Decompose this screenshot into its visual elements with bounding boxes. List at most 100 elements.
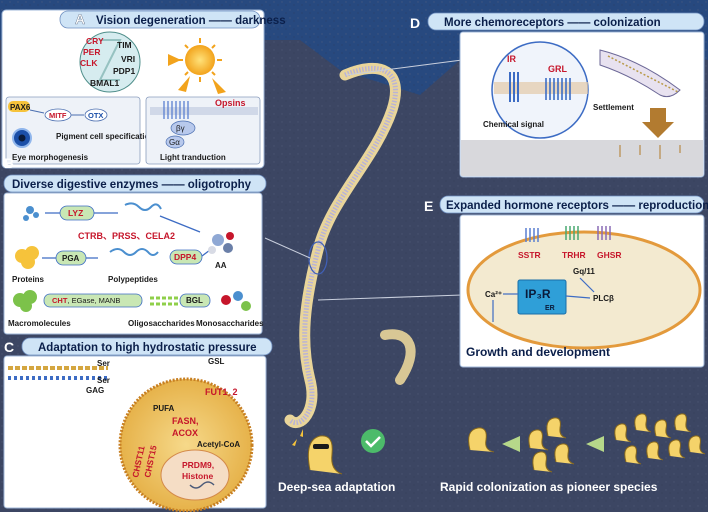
acox-label: ACOX	[172, 428, 198, 438]
gene-vri: VRI	[121, 54, 135, 64]
gsl-label: GSL	[208, 357, 225, 366]
ghsr-receptor-icon	[597, 226, 611, 240]
monosaccharide-icon	[221, 291, 251, 311]
light-transduction-label: Light tranduction	[160, 153, 226, 162]
deep-sea-worm-icon	[292, 429, 343, 475]
ca-label: Ca²⁺	[485, 290, 502, 299]
eye-morph-label: Eye morphogenesis	[12, 153, 89, 162]
deep-sea-label: Deep-sea adaptation	[278, 480, 395, 494]
proteins-label: Proteins	[12, 275, 45, 284]
gag-chain-icon	[8, 366, 108, 380]
beta-gamma-label: βγ	[176, 124, 185, 133]
gene-otx: OTX	[88, 111, 103, 120]
prdm9-label: PRDM9,	[182, 460, 214, 470]
gene-tim: TIM	[117, 40, 132, 50]
grl-label: GRL	[548, 64, 568, 74]
gene-pdp1: PDP1	[113, 66, 135, 76]
cell-membrane	[466, 230, 702, 350]
enzyme-bgl: BGL	[186, 296, 203, 305]
gene-bmal1: BMAL1	[90, 78, 120, 88]
acetyl-coa-label: Acetyl-CoA	[197, 440, 240, 449]
fasn-label: FASN,	[172, 416, 199, 426]
ip3r-label: IP₃R	[525, 287, 551, 301]
polypeptides-label: Polypeptides	[108, 275, 158, 284]
trhr-label: TRHR	[562, 250, 586, 260]
amino-acid-icon	[208, 232, 234, 254]
ser-label-1: Ser	[97, 359, 110, 368]
panel-b: B Diverse digestive enzymes —— oligotrop…	[3, 155, 267, 335]
pioneer-worms-icon	[468, 413, 706, 473]
ser-label-2: Ser	[97, 376, 110, 385]
g-alpha-label: Gα	[169, 138, 180, 147]
oligosaccharides-label: Oligosaccharides	[128, 319, 195, 328]
dna-icon	[189, 481, 215, 489]
checkmark-icon	[361, 429, 385, 453]
settlement-arrow-icon	[642, 108, 674, 138]
gene-clk: CLK	[80, 58, 98, 68]
panel-a: A Vision degeneration —— darkness CRY TI…	[1, 9, 286, 169]
nucleus	[160, 449, 230, 501]
tubeworm-illustration	[284, 62, 416, 428]
enzyme-dpp4: DPP4	[174, 252, 196, 262]
opsin-receptor-icon	[163, 101, 189, 119]
growth-label: Growth and development	[466, 345, 610, 359]
panel-b-title: Diverse digestive enzymes —— oligotrophy	[12, 179, 252, 191]
sun-icon	[178, 38, 222, 82]
panel-e-title: Expanded hormone receptors —— reproducti…	[446, 200, 708, 212]
panel-e-letter: E	[424, 198, 433, 214]
enzyme-lyz: LYZ	[68, 208, 83, 218]
ir-label: IR	[507, 54, 517, 64]
pigment-spec-label: Pigment cell specification	[56, 132, 154, 141]
panel-e-header	[439, 195, 705, 214]
aa-label: AA	[215, 261, 227, 270]
panel-d-letter: D	[410, 15, 420, 31]
macromolecules-label: Macromolecules	[8, 319, 71, 328]
gq11-label: Gq/11	[573, 267, 595, 276]
polypeptide-icon	[109, 248, 159, 256]
panel-a-title: Vision degeneration —— darkness	[96, 15, 286, 27]
histone-label: Histone	[182, 471, 213, 481]
fut-label: FUT1_2	[205, 387, 238, 397]
ir-receptor-icon	[509, 72, 519, 102]
panel-a-letter: A	[75, 11, 85, 27]
panel-c-letter: C	[4, 339, 14, 355]
trhr-receptor-icon	[565, 226, 579, 240]
gene-pax6: PAX6	[10, 103, 31, 112]
gene-mitf: MITF	[49, 111, 67, 120]
monosaccharides-label: Monosaccharides	[196, 319, 264, 328]
larva-icon	[599, 49, 681, 98]
peptidoglycan-icon	[23, 206, 39, 221]
macromolecule-icon	[13, 290, 37, 312]
oligosaccharide-icon	[150, 296, 178, 306]
er-label: ER	[545, 305, 555, 312]
panel-c-title: Adaptation to high hydrostatic pressure	[38, 342, 257, 354]
enzyme-cht: CHT, EGase, MANB	[52, 296, 120, 305]
settlement-label: Settlement	[593, 103, 634, 112]
panel-a-header	[59, 10, 261, 29]
panel-d-header	[427, 12, 705, 31]
ip3r-box	[517, 279, 567, 315]
enzyme-pga: PGA	[62, 254, 80, 263]
chemical-signal-label: Chemical signal	[483, 120, 544, 129]
protein-blob-icon	[15, 246, 39, 269]
sstr-label: SSTR	[518, 250, 541, 260]
gene-cry: CRY	[86, 36, 104, 46]
panel-b-header	[3, 174, 267, 193]
pufa-label: PUFA	[153, 404, 175, 413]
enzyme-proteases: CTRB、PRSS、CELA2	[78, 231, 175, 241]
panel-d-title: More chemoreceptors —— colonization	[444, 17, 661, 29]
gene-per: PER	[83, 47, 100, 57]
plcb-label: PLCβ	[593, 294, 614, 303]
panel-c-header	[21, 337, 273, 356]
panel-e: E Expanded hormone receptors —— reproduc…	[424, 195, 708, 368]
ghsr-label: GHSR	[597, 250, 622, 260]
peptide-icon	[124, 202, 162, 211]
panel-c: C Adaptation to high hydrostatic pressur…	[3, 337, 273, 512]
colonization-label: Rapid colonization as pioneer species	[440, 480, 658, 494]
opsins-label: Opsins	[215, 98, 246, 108]
panel-d: D More chemoreceptors —— colonization IR…	[410, 12, 705, 178]
grl-receptor-icon	[545, 78, 571, 100]
sstr-receptor-icon	[525, 228, 539, 242]
gag-label: GAG	[86, 386, 104, 395]
